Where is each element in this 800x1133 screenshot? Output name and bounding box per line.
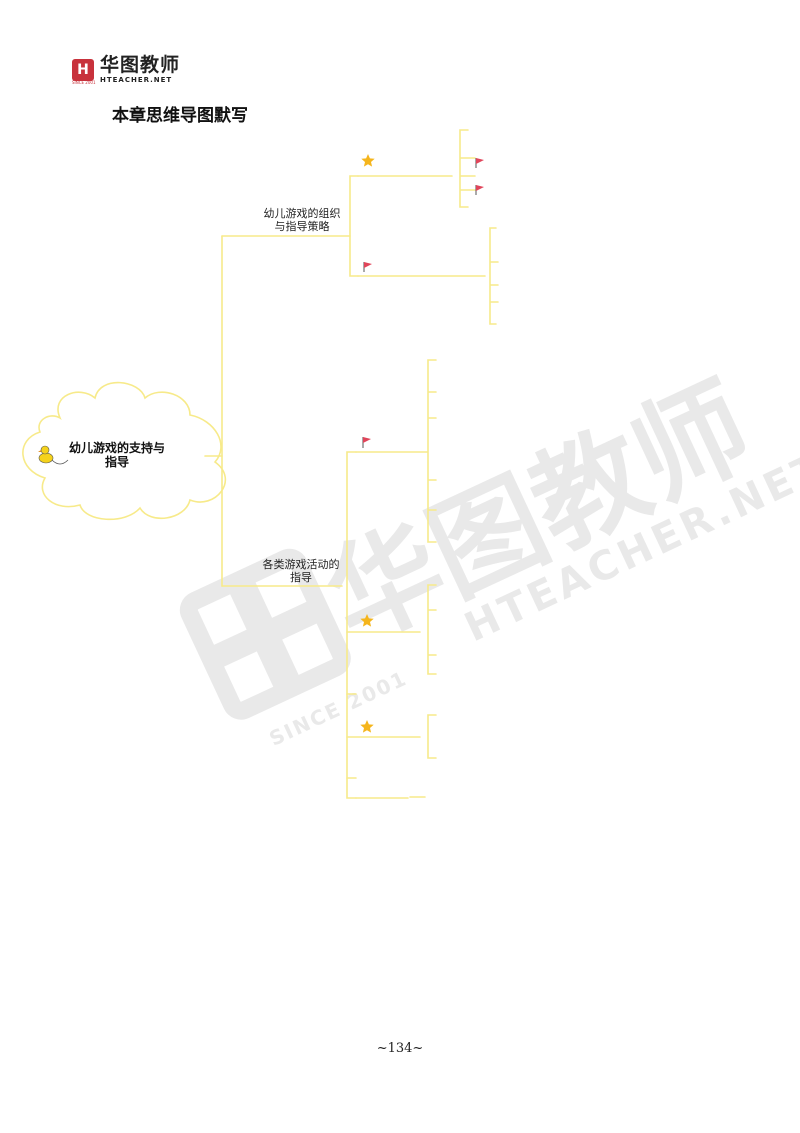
logo-text: 华图教师 HTEACHER.NET: [100, 56, 180, 84]
star-icon: [360, 720, 374, 733]
flag-icon: [475, 185, 484, 195]
duck-icon: [38, 445, 69, 465]
branch2-sub2-bracket: [427, 584, 437, 675]
star-icon: [361, 154, 375, 167]
branch1-label-line1: 幼儿游戏的组织: [263, 207, 341, 220]
branch2-end-line: [355, 796, 426, 799]
brand-logo: H 华图教师 HTEACHER.NET SINCE 2001: [72, 56, 180, 85]
branch2-bracket: [346, 451, 357, 799]
root-cloud: [22, 381, 227, 521]
branch1-label-line2: 与指导策略: [274, 220, 330, 233]
flag-icon: [362, 437, 371, 448]
branch1-sub1-bracket: [459, 129, 476, 208]
logo-domain: HTEACHER.NET: [100, 76, 173, 84]
branch2-node: 各类游戏活动的 指导: [249, 558, 353, 584]
page-number: ~134~: [376, 1041, 424, 1056]
branch2-sub3-bracket: [427, 714, 437, 759]
root-node: 幼儿游戏的支持与 指导: [58, 441, 176, 469]
watermark-logo-icon: [179, 548, 351, 720]
logo-mark-icon: H: [72, 59, 94, 81]
flag-icon: [475, 158, 484, 168]
branch1-sub2-bracket: [489, 227, 499, 325]
branch1-bracket: [349, 175, 359, 277]
logo-brand-name: 华图教师: [100, 54, 181, 76]
logo-since: SINCE 2001: [72, 80, 96, 85]
branch2-label-line2: 指导: [290, 571, 312, 584]
page-title: 本章思维导图默写: [112, 106, 248, 126]
branch2-sub1-bracket: [355, 359, 437, 543]
star-icon: [360, 614, 374, 627]
branch1-node: 幼儿游戏的组织 与指导策略: [250, 207, 354, 233]
root-label-line1: 幼儿游戏的支持与: [68, 441, 165, 455]
root-label-line2: 指导: [104, 455, 129, 469]
flag-icon: [363, 262, 372, 272]
branch2-label-line1: 各类游戏活动的: [262, 558, 340, 571]
